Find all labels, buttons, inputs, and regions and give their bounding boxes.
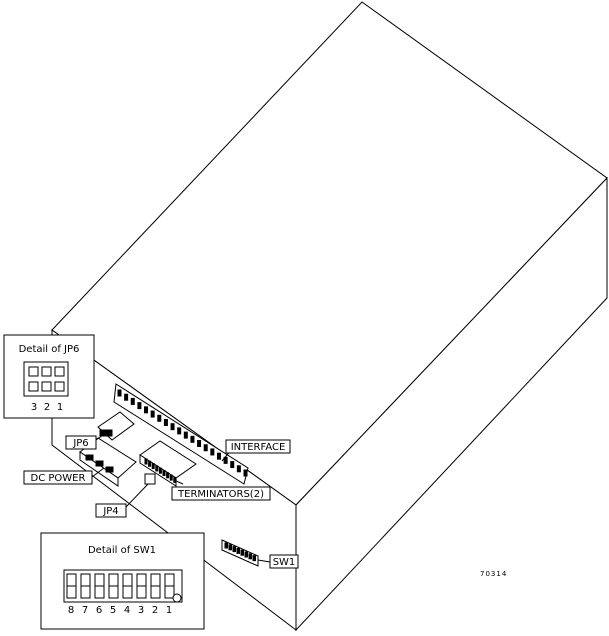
interface-pin xyxy=(183,431,188,439)
callout-interface: INTERFACE xyxy=(225,439,291,454)
sw1-pin xyxy=(236,547,240,554)
callout-sw1: SW1 xyxy=(269,554,299,569)
interface-connector xyxy=(113,383,249,485)
sw1-pin xyxy=(224,542,228,549)
sw1-switch-number: 2 xyxy=(152,605,158,616)
sw1-switch-on-drive xyxy=(221,539,259,567)
sw1-pin xyxy=(248,553,252,560)
sw1-switch-actuator xyxy=(108,585,119,599)
sw1-detail-inset: Detail of SW1 8 7 6 5 4 3 2 1 xyxy=(40,532,205,630)
interface-pin xyxy=(210,448,215,456)
callout-jp6: JP6 xyxy=(65,435,97,450)
sw1-switch-number: 5 xyxy=(110,605,116,616)
sw1-switch-number: 3 xyxy=(138,605,144,616)
interface-pin xyxy=(177,427,182,435)
sw1-pin xyxy=(240,549,244,556)
jp4-label: JP4 xyxy=(102,506,118,517)
interface-pin xyxy=(157,414,162,422)
terminator-pin xyxy=(162,470,166,476)
interface-pin xyxy=(150,410,155,418)
interface-pin xyxy=(144,406,149,414)
sw1-switch-actuator xyxy=(136,585,147,599)
terminators xyxy=(139,440,197,487)
terminator-pin xyxy=(151,463,155,470)
interface-pin xyxy=(163,418,168,426)
callout-dc-power: DC POWER xyxy=(23,470,93,485)
interface-pin xyxy=(197,440,202,448)
sw1-pin xyxy=(232,546,236,553)
jp6-detail-title: Detail of JP6 xyxy=(19,344,80,355)
interface-pin xyxy=(230,461,235,469)
interface-pin xyxy=(203,444,208,452)
sw1-switch-actuator xyxy=(122,585,133,599)
sw1-switch-number: 6 xyxy=(96,605,102,616)
jp6-pin-label: 1 xyxy=(57,402,63,413)
sw1-switch-number: 4 xyxy=(124,605,130,616)
jp4-jumper xyxy=(144,473,156,485)
interface-pin xyxy=(124,393,129,401)
terminator-pin xyxy=(166,472,170,479)
interface-pin xyxy=(216,452,221,460)
interface-pin xyxy=(137,402,142,410)
callout-jp4: JP4 xyxy=(95,503,127,518)
sw1-label: SW1 xyxy=(273,557,296,568)
sw1-switch-actuator xyxy=(150,585,161,599)
terminator-pin xyxy=(144,458,148,465)
dc-power-label: DC POWER xyxy=(31,473,86,484)
sw1-switch-actuator xyxy=(80,585,91,599)
interface-pin xyxy=(190,435,195,443)
interface-pin xyxy=(117,389,122,397)
sw1-switch-actuator xyxy=(164,585,175,599)
jp6-pin-label: 3 xyxy=(31,402,37,413)
jp6-label: JP6 xyxy=(72,438,88,449)
terminator-pin xyxy=(148,460,152,467)
sw1-switch-number: 1 xyxy=(166,605,172,616)
sw1-switch-number: 8 xyxy=(68,605,74,616)
interface-label: INTERFACE xyxy=(231,442,286,453)
terminator-pin xyxy=(155,465,159,472)
interface-pin xyxy=(236,465,241,473)
figure-code: 70314 xyxy=(480,570,507,578)
drive-side-face xyxy=(295,176,608,632)
terminator-pin xyxy=(158,467,162,474)
sw1-pin xyxy=(252,555,256,562)
sw1-switch-number: 7 xyxy=(82,605,88,616)
interface-pin xyxy=(170,423,175,431)
callout-terminators: TERMINATORS(2) xyxy=(171,486,271,501)
terminators-label: TERMINATORS(2) xyxy=(177,489,264,500)
terminator-pin xyxy=(169,474,173,481)
interface-pin xyxy=(130,397,135,405)
sw1-detail-title: Detail of SW1 xyxy=(88,545,156,556)
interface-pin xyxy=(243,469,248,477)
jp6-pin-label: 2 xyxy=(44,402,50,413)
sw1-switch-actuator xyxy=(94,585,105,599)
sw1-pin xyxy=(244,551,248,558)
sw1-pin xyxy=(228,544,232,551)
sw1-switch-actuator xyxy=(66,585,77,599)
jp6-detail-inset: Detail of JP6 3 2 1 xyxy=(3,334,95,419)
